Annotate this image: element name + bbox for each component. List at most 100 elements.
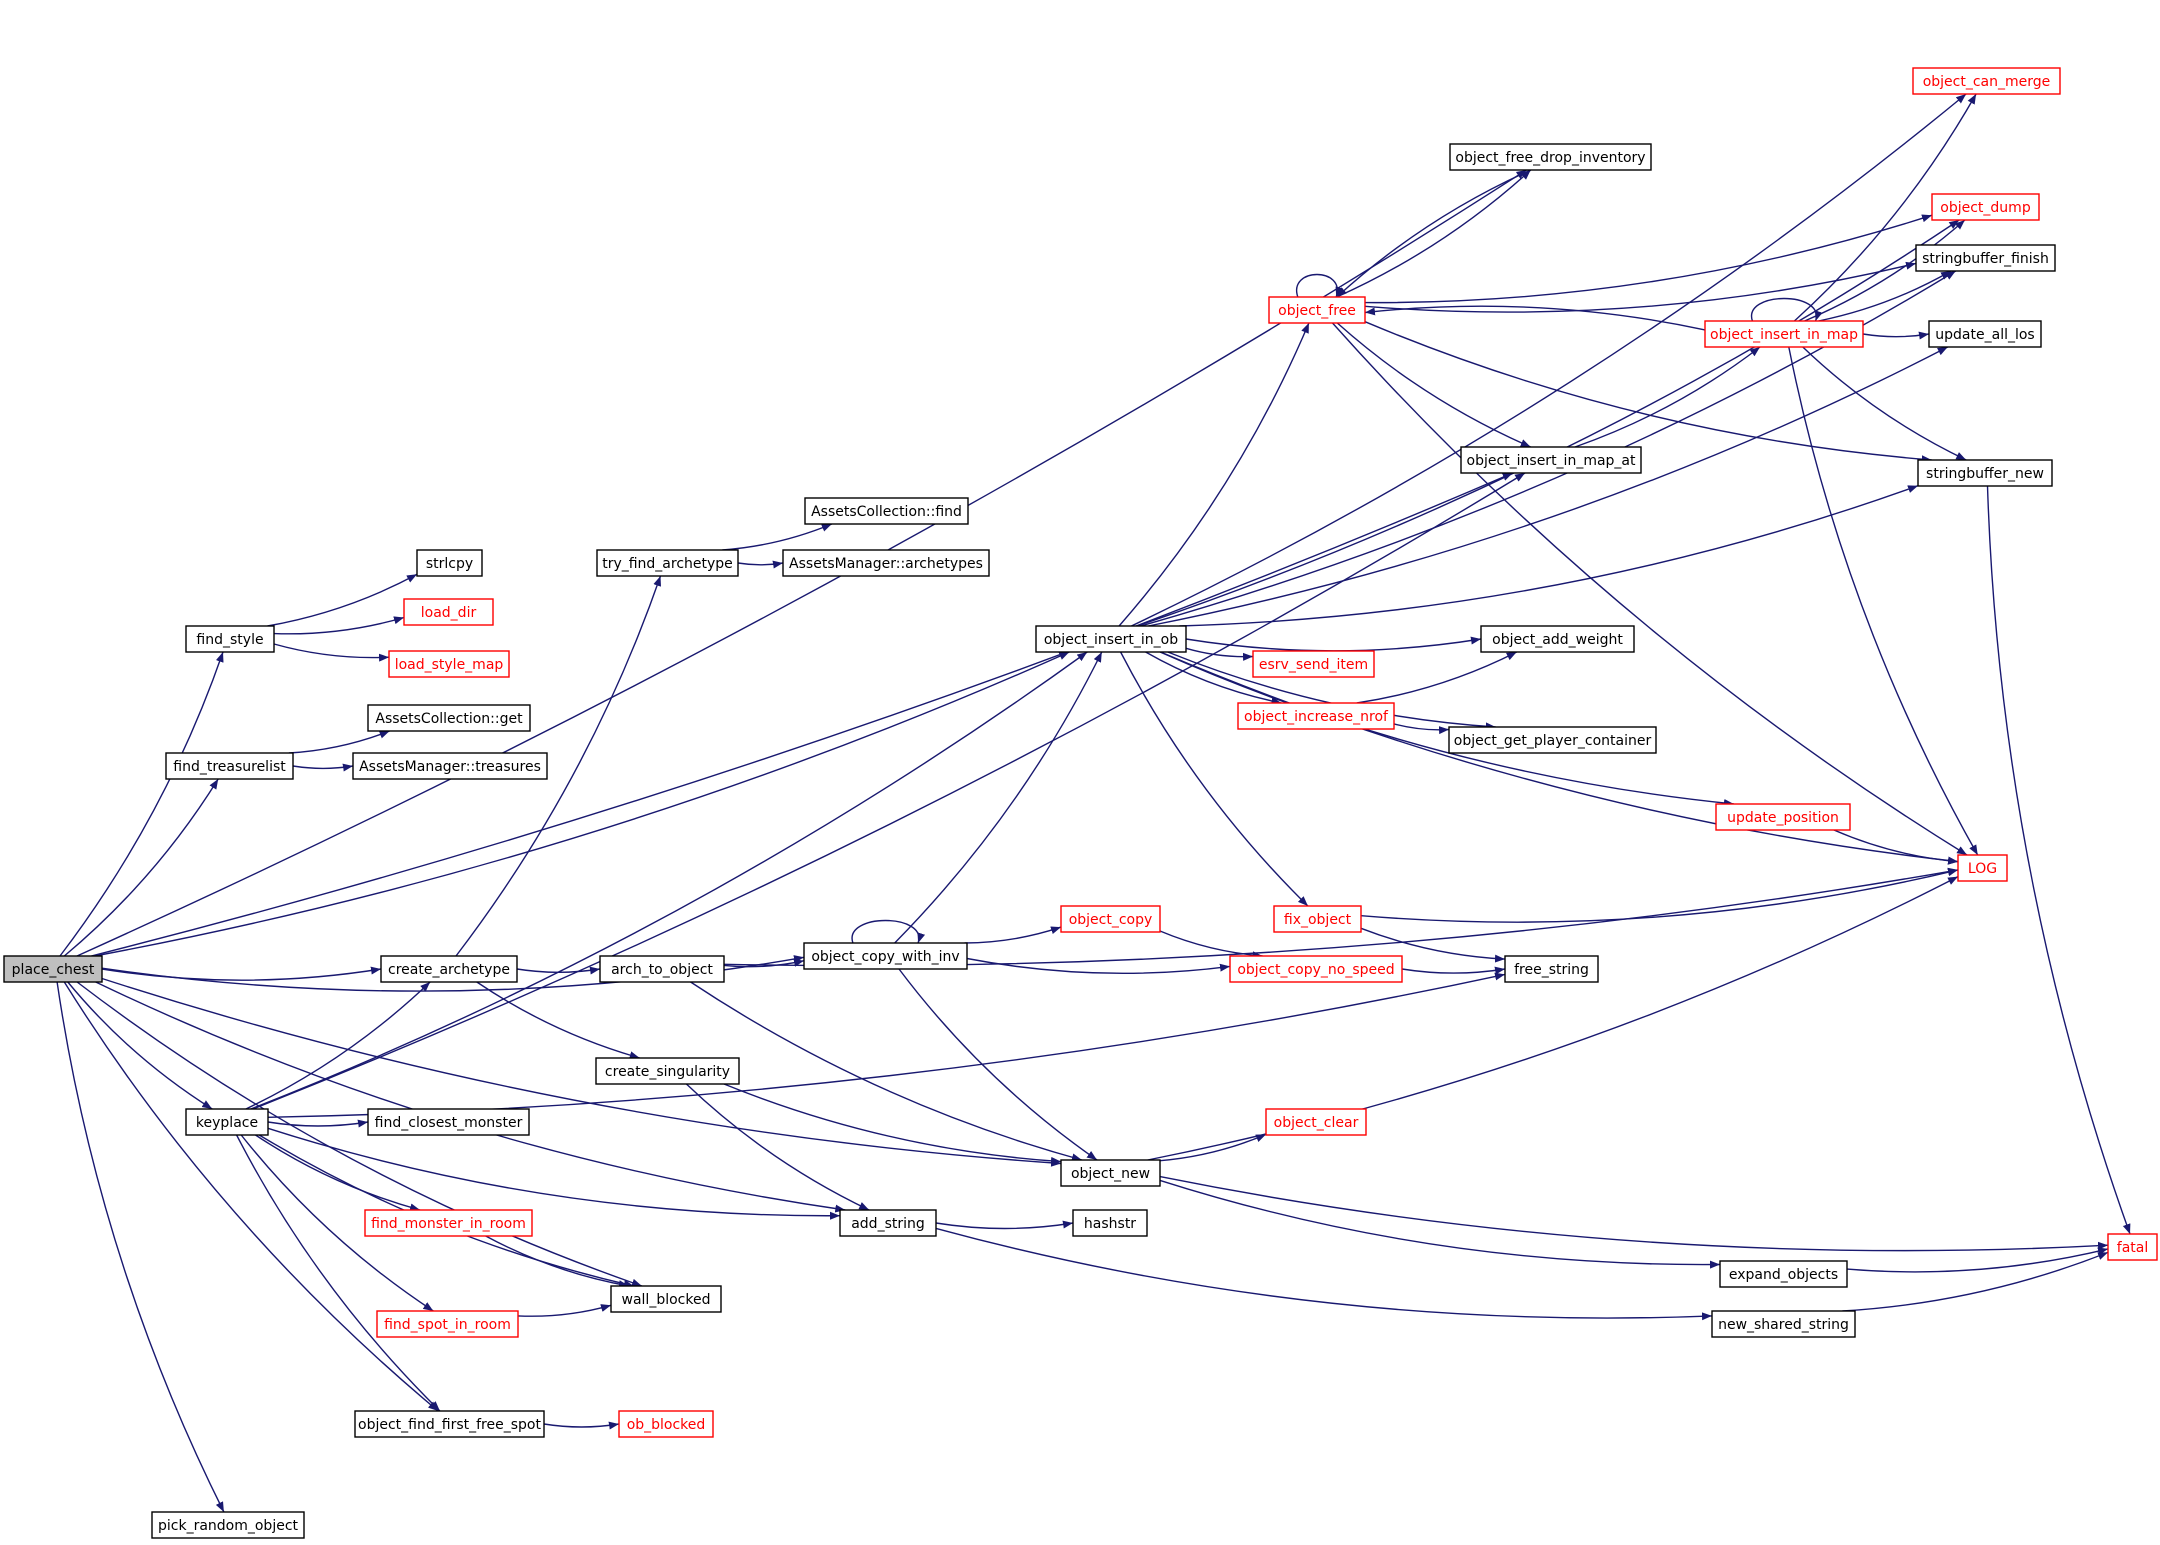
node-object_copy[interactable]: object_copy — [1060, 905, 1161, 933]
node-label: find_treasurelist — [173, 759, 286, 775]
node-wall_blocked[interactable]: wall_blocked — [610, 1285, 722, 1313]
node-label: add_string — [851, 1216, 925, 1232]
node-box — [1060, 905, 1161, 933]
edge-object_insert_in_map-to-update_all_los — [1862, 331, 1930, 340]
node-add_string[interactable]: add_string — [839, 1209, 937, 1237]
node-box — [352, 752, 548, 780]
edge-line — [59, 651, 224, 957]
edge-line — [245, 981, 431, 1110]
edge-object_free-to-stringbuffer_finish — [1364, 261, 1917, 313]
node-box — [1252, 650, 1375, 678]
node-object_free[interactable]: object_free — [1268, 296, 1366, 324]
node-object_insert_in_map[interactable]: object_insert_in_map — [1704, 320, 1864, 348]
node-box — [804, 497, 969, 525]
edge-object_new-to-fatal — [1159, 1175, 2109, 1252]
node-box — [367, 1108, 530, 1136]
node-update_position[interactable]: update_position — [1715, 803, 1851, 831]
node-esrv_send_item[interactable]: esrv_send_item — [1252, 650, 1375, 678]
node-load_style_map[interactable]: load_style_map — [388, 650, 510, 678]
edge-line — [1185, 647, 1254, 661]
node-find_monster_in_room[interactable]: find_monster_in_room — [364, 1209, 533, 1237]
node-label: new_shared_string — [1718, 1317, 1849, 1333]
node-create_singularity[interactable]: create_singularity — [595, 1057, 740, 1085]
edge-line — [94, 651, 1070, 957]
edge-expand_objects-to-fatal — [1846, 1247, 2109, 1273]
edge-object_insert_in_map-to-object_insert_in_map — [1750, 297, 1823, 322]
node-find_treasurelist[interactable]: find_treasurelist — [165, 752, 294, 780]
node-stringbuffer_new[interactable]: stringbuffer_new — [1917, 459, 2053, 487]
node-stringbuffer_finish[interactable]: stringbuffer_finish — [1915, 244, 2056, 272]
edge-line — [1179, 485, 1919, 627]
node-find_style[interactable]: find_style — [185, 625, 275, 653]
node-object_increase_nrof[interactable]: object_increase_nrof — [1237, 702, 1395, 730]
node-object_insert_in_ob[interactable]: object_insert_in_ob — [1035, 625, 1187, 653]
edge-place_chest-to-object_insert_in_ob — [94, 651, 1070, 957]
node-object_can_merge[interactable]: object_can_merge — [1912, 67, 2061, 95]
node-label: fix_object — [1284, 912, 1352, 928]
edge-layer — [56, 93, 2131, 1513]
edge-place_chest-to-object_new — [101, 977, 1062, 1167]
node-label: object_get_player_container — [1454, 733, 1652, 749]
node-object_free_drop_inventory[interactable]: object_free_drop_inventory — [1449, 143, 1652, 171]
node-object_get_player_container[interactable]: object_get_player_container — [1448, 726, 1657, 754]
node-object_insert_in_map_at[interactable]: object_insert_in_map_at — [1460, 446, 1642, 474]
node-label: object_add_weight — [1492, 632, 1623, 648]
node-AssetsCollection_find[interactable]: AssetsCollection::find — [804, 497, 969, 525]
node-fix_object[interactable]: fix_object — [1273, 905, 1362, 933]
edge-add_string-to-hashstr — [935, 1220, 1074, 1230]
node-layer: place_chest object_can_merge object_free_d… — [3, 67, 2158, 1539]
node-free_string[interactable]: free_string — [1504, 955, 1599, 983]
node-box — [376, 1310, 519, 1338]
node-keyplace[interactable]: keyplace — [185, 1108, 269, 1136]
edge-object_free_drop_inventory-to-object_free — [1336, 169, 1531, 298]
node-find_spot_in_room[interactable]: find_spot_in_room — [376, 1310, 519, 1338]
edge-object_copy_with_inv-to-object_copy_with_inv — [851, 919, 926, 944]
edge-line — [95, 981, 846, 1213]
node-object_copy_no_speed[interactable]: object_copy_no_speed — [1229, 955, 1403, 983]
edge-object_insert_in_map-to-LOG — [1788, 346, 1979, 856]
node-LOG[interactable]: LOG — [1957, 854, 2008, 882]
edge-line — [1750, 297, 1823, 322]
node-object_new[interactable]: object_new — [1060, 1159, 1161, 1187]
edge-line — [690, 981, 1083, 1162]
node-new_shared_string[interactable]: new_shared_string — [1711, 1310, 1856, 1338]
node-load_dir[interactable]: load_dir — [403, 598, 494, 626]
node-arch_to_object[interactable]: arch_to_object — [599, 955, 725, 983]
node-find_closest_monster[interactable]: find_closest_monster — [367, 1108, 530, 1136]
node-object_copy_with_inv[interactable]: object_copy_with_inv — [803, 942, 968, 970]
node-box — [1265, 1108, 1367, 1136]
node-fatal[interactable]: fatal — [2107, 1233, 2158, 1261]
edge-place_chest-to-wall_blocked — [76, 981, 643, 1287]
node-try_find_archetype[interactable]: try_find_archetype — [596, 549, 739, 577]
node-create_archetype[interactable]: create_archetype — [380, 955, 518, 983]
node-box — [1448, 726, 1657, 754]
node-ob_blocked[interactable]: ob_blocked — [618, 1410, 714, 1438]
node-place_chest[interactable]: place_chest — [3, 955, 103, 983]
node-strlcpy[interactable]: strlcpy — [416, 549, 483, 577]
node-update_all_los[interactable]: update_all_los — [1928, 320, 2042, 348]
node-box — [185, 625, 275, 653]
edge-line — [722, 523, 833, 551]
node-AssetsManager_archetypes[interactable]: AssetsManager::archetypes — [782, 549, 990, 577]
node-box — [1928, 320, 2042, 348]
node-expand_objects[interactable]: expand_objects — [1719, 1260, 1848, 1288]
edge-object_insert_in_map-to-object_can_merge — [1793, 93, 1977, 322]
node-label: load_style_map — [395, 657, 504, 673]
node-label: update_position — [1727, 810, 1839, 826]
node-label: object_copy_with_inv — [811, 949, 959, 965]
node-box — [2107, 1233, 2158, 1261]
edge-object_insert_in_map-to-object_dump — [1804, 219, 1966, 322]
node-AssetsCollection_get[interactable]: AssetsCollection::get — [367, 704, 531, 732]
node-object_dump[interactable]: object_dump — [1931, 193, 2040, 221]
node-label: keyplace — [196, 1115, 258, 1131]
node-box — [803, 942, 968, 970]
node-object_find_first_free_spot[interactable]: object_find_first_free_spot — [354, 1410, 545, 1438]
node-pick_random_object[interactable]: pick_random_object — [151, 1511, 305, 1539]
edge-line — [1185, 636, 1482, 652]
edge-line — [288, 730, 390, 754]
node-object_clear[interactable]: object_clear — [1265, 1108, 1367, 1136]
node-AssetsManager_treasures[interactable]: AssetsManager::treasures — [352, 752, 548, 780]
node-object_add_weight[interactable]: object_add_weight — [1480, 625, 1635, 653]
edge-line — [1336, 169, 1532, 298]
node-hashstr[interactable]: hashstr — [1072, 1209, 1148, 1237]
